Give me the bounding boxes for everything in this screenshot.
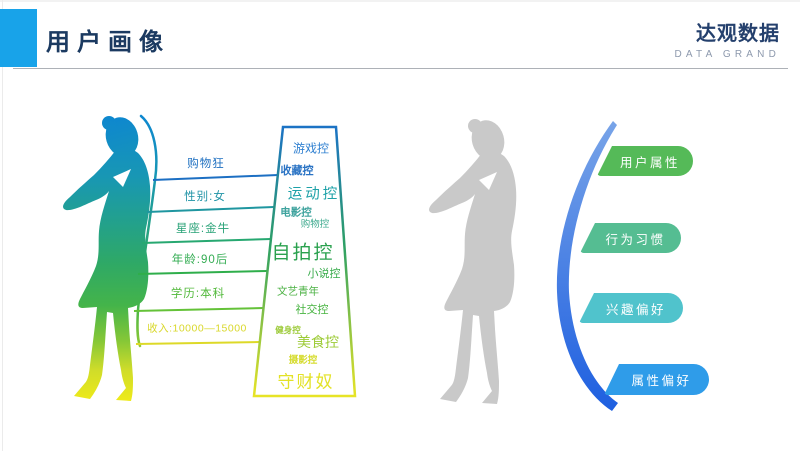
category-pill-attribute-preference: 属性偏好 [604, 364, 709, 395]
hand-notch [113, 169, 131, 187]
tag-label: 电影控 [280, 206, 312, 219]
tag-label: 美食控 [297, 334, 339, 350]
silhouette-woman-gray [429, 116, 517, 405]
persona-attribute-shopaholic: 购物狂 [187, 158, 225, 170]
ladder-curve [136, 114, 158, 348]
brand-subtitle: DATA GRAND [674, 49, 780, 60]
tag-label: 健身控 [275, 325, 301, 335]
category-pill-user-attributes: 用户属性 [597, 146, 693, 176]
tag-label: 社交控 [295, 304, 329, 316]
hand-notch [479, 172, 497, 190]
tag-label: 摄影控 [288, 355, 318, 366]
persona-attribute-gender: 性别:女 [184, 191, 226, 203]
silhouette-woman-gradient [63, 113, 151, 402]
persona-ladder [133, 174, 279, 345]
tag-label: 守财奴 [277, 372, 335, 392]
page-left-edge [2, 0, 3, 451]
persona-attribute-zodiac: 星座:金牛 [175, 223, 231, 235]
category-pill-behavior-habits: 行为习惯 [580, 223, 681, 253]
persona-attribute-income: 收入:10000—15000 [147, 322, 247, 335]
tag-label: 小说控 [307, 268, 341, 280]
tag-label: 购物控 [300, 219, 330, 230]
persona-attribute-education: 学历:本科 [170, 288, 226, 300]
page-title: 用户画像 [46, 29, 170, 56]
page-top-edge [0, 0, 800, 2]
persona-attribute-age: 年龄:90后 [171, 254, 229, 266]
tag-label: 收藏控 [280, 165, 314, 177]
category-arc [556, 121, 618, 411]
tag-label: 运动控 [287, 186, 341, 203]
brand-name: 达观数据 [696, 23, 780, 45]
tag-label: 游戏控 [292, 141, 330, 156]
accent-square [0, 9, 37, 67]
tag-label: 自拍控 [271, 242, 335, 264]
tag-cloud-frame [252, 125, 357, 398]
tag-label: 文艺青年 [277, 285, 319, 298]
header-divider [13, 68, 788, 69]
brand-logo: 达观数据 DATA GRAND [674, 17, 780, 60]
category-pill-interest-preference: 兴趣偏好 [579, 293, 683, 323]
